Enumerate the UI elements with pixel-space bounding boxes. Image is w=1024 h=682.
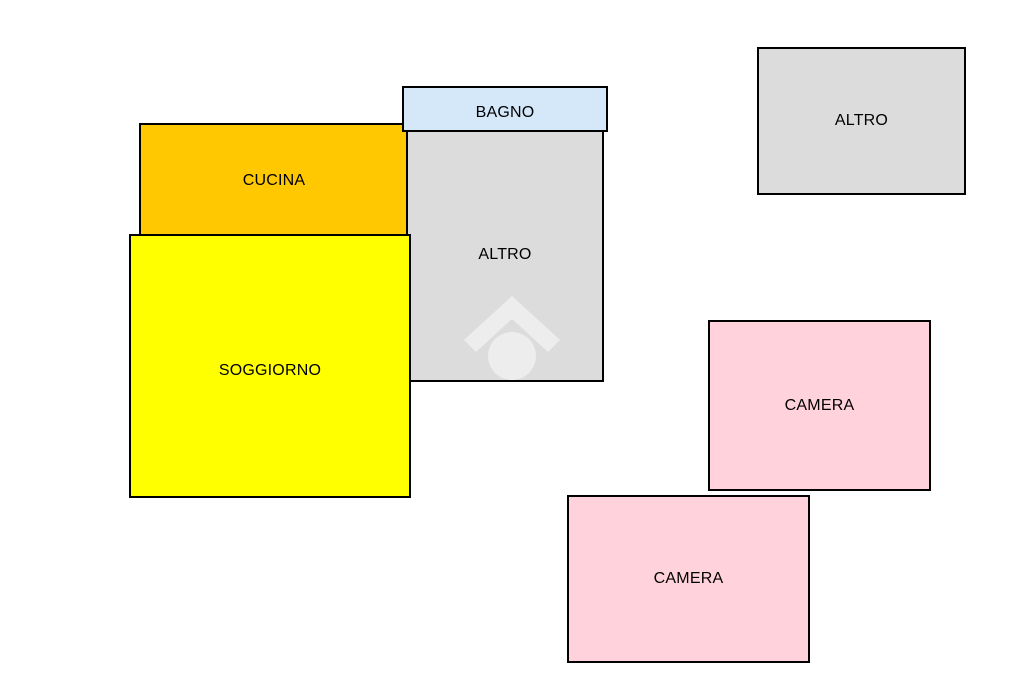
room-camera-2: CAMERA [567, 495, 810, 663]
room-bagno: BAGNO [402, 86, 608, 132]
room-soggiorno: SOGGIORNO [129, 234, 411, 498]
room-label-camera-1: CAMERA [784, 396, 855, 414]
room-camera-1: CAMERA [708, 320, 931, 491]
room-label-bagno: BAGNO [475, 104, 535, 121]
room-label-altro-center: ALTRO [478, 246, 532, 263]
room-altro-center: ALTRO [406, 128, 604, 382]
room-label-altro-right: ALTRO [834, 112, 889, 129]
room-label-cucina: CUCINA [242, 172, 306, 189]
room-altro-right: ALTRO [757, 47, 966, 195]
room-label-camera-2: CAMERA [653, 570, 724, 587]
room-label-soggiorno: SOGGIORNO [218, 362, 322, 379]
house-logo-icon [464, 296, 560, 380]
room-cucina: CUCINA [139, 123, 409, 239]
